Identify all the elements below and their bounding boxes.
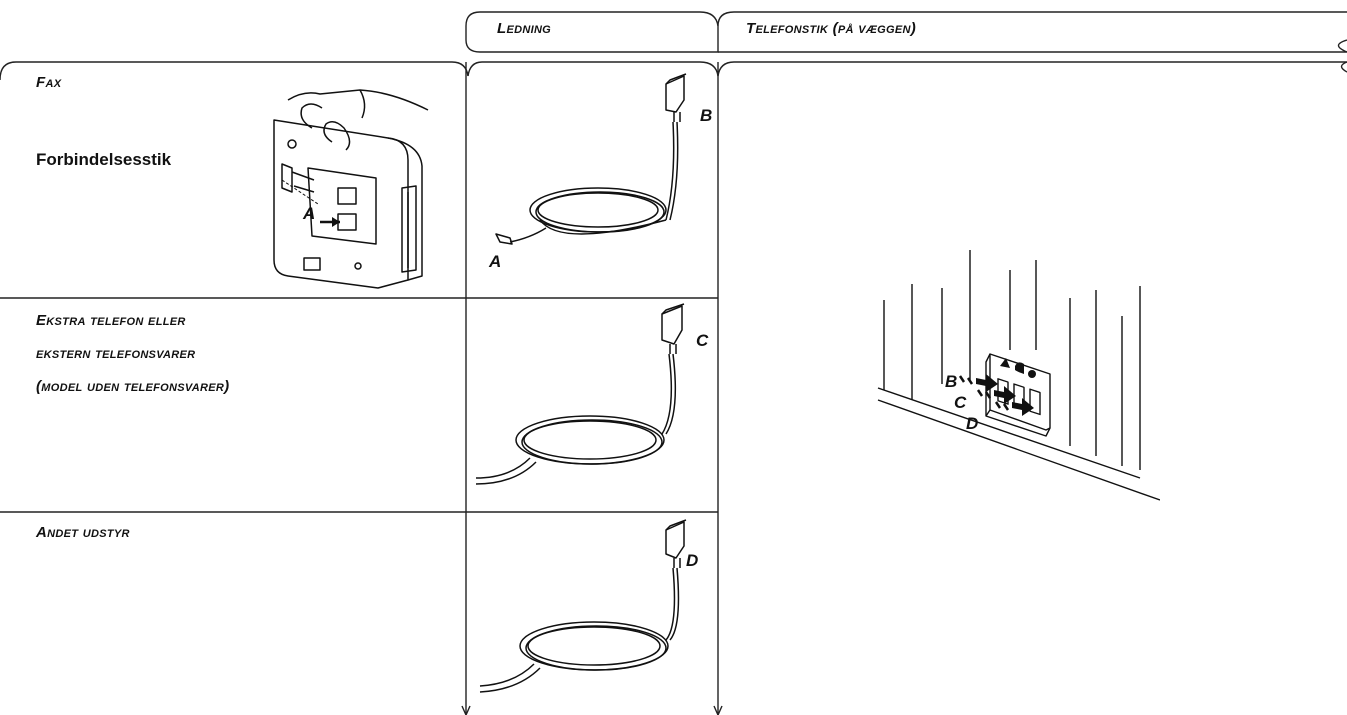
fax-port-label: A bbox=[303, 204, 316, 223]
wall-socket-illustration bbox=[877, 250, 1160, 501]
wall-label-c: C bbox=[954, 393, 967, 412]
cord3-plug-label: D bbox=[686, 551, 699, 570]
cord1-jack-label: A bbox=[489, 252, 502, 271]
row-title-extra-phone-line1: Ekstra telefon eller bbox=[36, 312, 186, 329]
row-title-other-equipment: Andet udstyr bbox=[36, 524, 130, 541]
wall-label-d: D bbox=[966, 414, 979, 433]
fax-machine-illustration bbox=[273, 89, 429, 289]
cord1-plug-label: B bbox=[700, 106, 713, 125]
cord2-plug-label: C bbox=[696, 331, 709, 350]
column-header-cord: Ledning bbox=[497, 20, 552, 37]
column-header-wall-socket: Telefonstik (på væggen) bbox=[746, 20, 917, 37]
row-title-extra-phone-line3: (model uden telefonsvarer) bbox=[36, 378, 230, 395]
cord-illustration-c bbox=[475, 303, 685, 485]
row-title-fax: Fax bbox=[36, 74, 62, 91]
connector-label: Forbindelsesstik bbox=[36, 150, 172, 169]
cord-illustration-d bbox=[479, 519, 687, 693]
wall-label-b: B bbox=[945, 372, 958, 391]
cord-illustration-b-a bbox=[495, 73, 687, 245]
row-title-extra-phone-line2: ekstern telefonsvarer bbox=[36, 345, 196, 362]
